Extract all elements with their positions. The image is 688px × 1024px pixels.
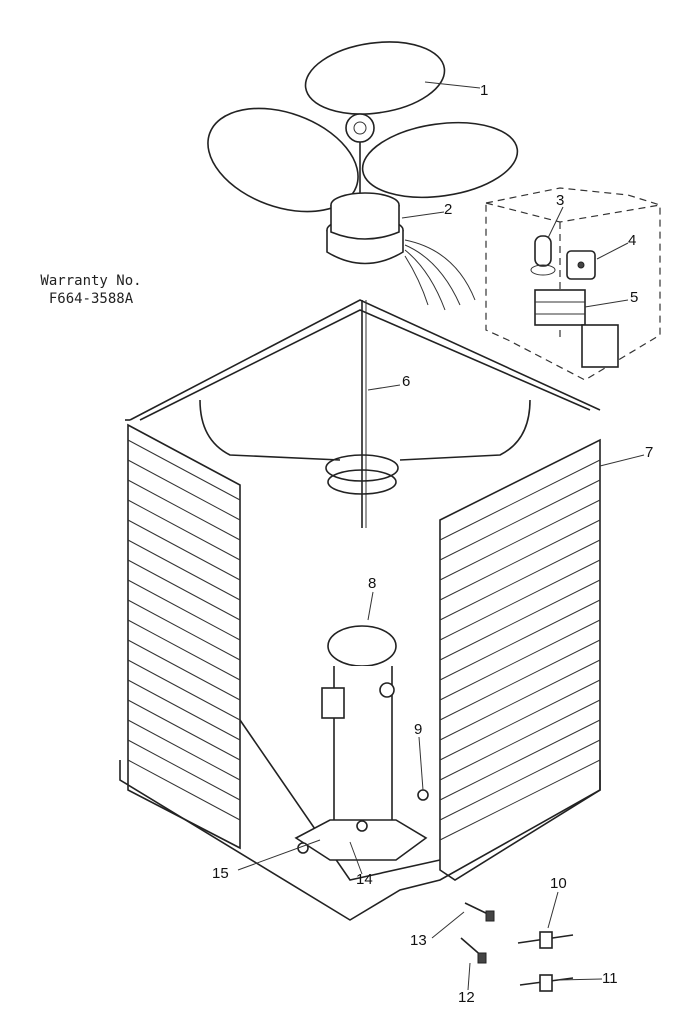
callout-13: 13 [410,932,427,949]
callout-9: 9 [414,721,423,738]
service-valve-11 [519,974,574,992]
coil-right [439,438,601,881]
callout-15: 15 [212,865,229,882]
refrigerant-tube [199,300,531,528]
callout-12: 12 [458,989,475,1006]
base-pan [119,719,601,921]
leader-lines [237,81,645,991]
warranty-label: Warranty No. [40,273,142,289]
relay [566,250,596,280]
callout-3: 3 [556,192,565,209]
contactor [534,289,619,368]
fan-blade [207,41,519,213]
callout-6: 6 [402,373,411,390]
top-frame [125,299,601,421]
warranty-number: F664-3588A [48,291,134,307]
capacitor [530,235,556,276]
callout-5: 5 [630,289,639,306]
warranty-block: Warranty No. F664-3588A [16,272,166,308]
service-valve-10 [517,931,574,949]
callout-10: 10 [550,875,567,892]
compressor [294,625,429,861]
callout-7: 7 [645,444,654,461]
coil-left [127,423,241,850]
callout-8: 8 [368,575,377,592]
callout-1: 1 [480,82,489,99]
callout-14: 14 [356,871,373,888]
callout-4: 4 [628,232,637,249]
fitting-12 [460,937,487,964]
callout-2: 2 [444,201,453,218]
control-box [485,187,661,381]
callout-11: 11 [602,970,618,987]
fitting-13 [464,902,495,922]
fan-motor [326,192,476,311]
